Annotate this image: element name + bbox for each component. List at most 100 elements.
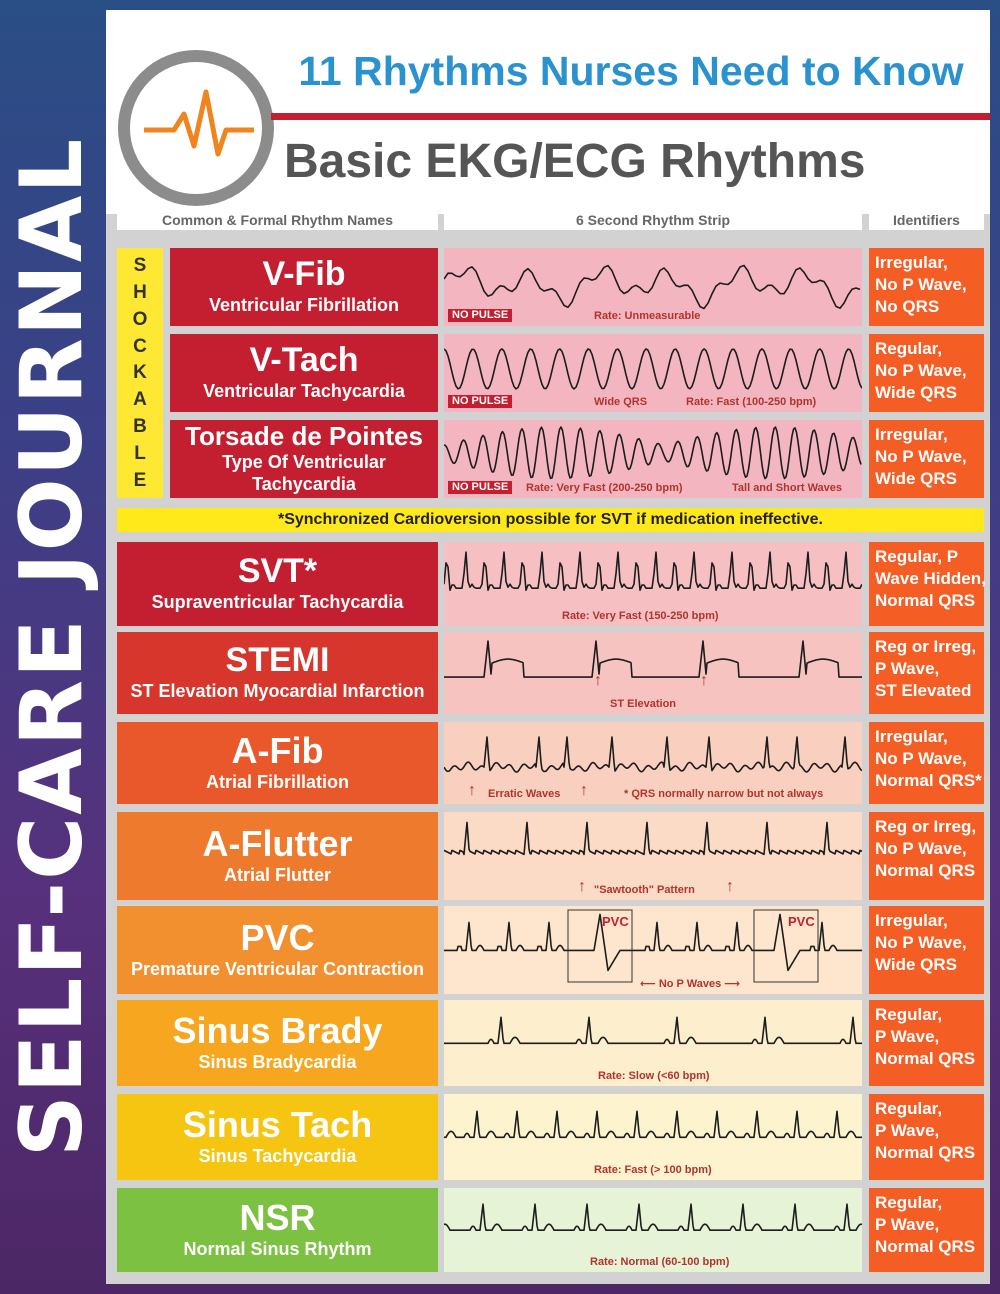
spine: SELF-CARE JOURNAL <box>0 0 104 1294</box>
rhythm-common-name: A-Fib <box>231 730 324 772</box>
identifiers-stemi: Reg or Irreg,P Wave,ST Elevated <box>869 632 984 714</box>
rhythm-formal-name: Ventricular Fibrillation <box>208 295 400 316</box>
ekg-waveform <box>444 1203 862 1232</box>
identifier-line: No P Wave, <box>875 275 967 294</box>
qrs-caption: Wide QRS <box>594 396 648 408</box>
identifier-line: No P Wave, <box>875 447 967 466</box>
page-title: 11 Rhythms Nurses Need to Know <box>298 48 964 94</box>
erratic-wave-arrow: ↑ <box>468 782 476 799</box>
rhythm-strip-nsr: Rate: Normal (60-100 bpm) <box>444 1188 862 1272</box>
rhythm-common-name: Sinus Tach <box>182 1104 373 1146</box>
heartbeat-logo-icon <box>118 50 274 206</box>
ekg-trace <box>444 1203 862 1232</box>
shockable-letter: E <box>133 469 147 491</box>
shockable-letter: K <box>133 362 147 384</box>
ekg-waveform <box>444 913 862 972</box>
shockable-letter: S <box>133 254 147 276</box>
shockable-letter: O <box>132 308 148 330</box>
erratic-wave-arrow: ↑ <box>580 782 588 799</box>
rhythm-common-name: V-Fib <box>262 255 346 294</box>
st-elevation-caption: ST Elevation <box>610 698 677 710</box>
no-pulse-badge: NO PULSE <box>448 395 513 408</box>
cardioversion-note: *Synchronized Cardioversion possible for… <box>117 508 984 532</box>
column-header-identifiers: Identifiers <box>869 210 984 230</box>
rhythm-common-name: Torsade de Pointes <box>185 420 423 451</box>
rhythm-formal-name: Atrial Flutter <box>223 865 331 886</box>
rhythm-strip-svt: Rate: Very Fast (150-250 bpm) <box>444 542 862 626</box>
shockable-letter: H <box>133 281 147 303</box>
rhythm-strip-afib: ↑Erratic Waves↑* QRS normally narrow but… <box>444 722 862 804</box>
ekg-waveform <box>444 551 862 592</box>
identifier-line: Wide QRS <box>875 955 958 974</box>
ekg-waveform <box>444 1110 862 1139</box>
rhythm-formal-name: Atrial Fibrillation <box>205 772 349 793</box>
identifier-line: Normal QRS <box>875 861 976 880</box>
ekg-trace <box>444 551 862 592</box>
ekg-waveform <box>444 640 862 678</box>
wave-caption: Tall and Short Waves <box>732 482 843 494</box>
header: 11 Rhythms Nurses Need to Know Basic EKG… <box>106 10 990 214</box>
column-header-names: Common & Formal Rhythm Names <box>117 210 438 230</box>
ekg-waveform <box>444 821 862 856</box>
sawtooth-arrow: ↑ <box>578 878 586 895</box>
identifier-line: Regular, <box>875 1193 943 1212</box>
identifier-line: P Wave, <box>875 1215 940 1234</box>
column-header-strip: 6 Second Rhythm Strip <box>444 210 862 230</box>
rate-caption: Rate: Fast (> 100 bpm) <box>594 1164 712 1176</box>
identifiers-tach: Regular,P Wave,Normal QRS <box>869 1094 984 1180</box>
ekg-waveform <box>444 426 862 480</box>
rhythm-strip-stemi: ST Elevation↑↑ <box>444 632 862 714</box>
spine-title: SELF-CARE JOURNAL <box>2 136 102 1158</box>
identifiers-brady: Regular, P Wave, Normal QRS <box>869 1000 984 1086</box>
rhythm-formal-name: Normal Sinus Rhythm <box>183 1239 372 1260</box>
erratic-waves-caption: Erratic Waves <box>488 788 561 800</box>
identifier-line: P Wave, <box>875 1027 940 1046</box>
identifier-line: No P Wave, <box>875 839 967 858</box>
ekg-trace <box>444 1110 862 1139</box>
st-elevation-arrow: ↑ <box>594 672 602 689</box>
identifier-line: Normal QRS <box>875 1049 976 1068</box>
identifier-line: Wave Hidden, <box>875 569 986 588</box>
rate-caption: Rate: Unmeasurable <box>594 310 701 322</box>
identifiers-vfib: Irregular,No P Wave,No QRS <box>869 248 984 326</box>
ekg-waveform <box>444 1016 862 1045</box>
rhythm-common-name: STEMI <box>225 641 330 680</box>
sawtooth-caption: "Sawtooth" Pattern <box>594 884 695 896</box>
title-divider <box>271 113 990 120</box>
rhythm-formal-name: Sinus Tachycardia <box>198 1146 357 1167</box>
rhythm-formal-name: Ventricular Tachycardia <box>203 381 405 402</box>
ekg-trace <box>444 1016 862 1045</box>
rate-caption: Rate: Normal (60-100 bpm) <box>590 1256 730 1268</box>
rate-caption: Rate: Very Fast (200-250 bpm) <box>526 482 683 494</box>
identifier-line: Regular, <box>875 1005 943 1024</box>
identifier-line: Regular, P <box>875 547 959 566</box>
identifier-line: Irregular, <box>875 253 948 272</box>
rhythm-formal-name: Sinus Bradycardia <box>198 1052 357 1073</box>
shockable-letter: A <box>133 389 147 411</box>
identifier-line: P Wave, <box>875 1121 940 1140</box>
no-p-waves-caption: ⟵ No P Waves ⟶ <box>640 978 741 990</box>
identifiers-aflutter: Reg or Irreg,No P Wave,Normal QRS <box>869 812 984 900</box>
identifier-line: ST Elevated <box>875 681 972 700</box>
rhythm-common-name: Sinus Brady <box>172 1010 383 1052</box>
ekg-waveform <box>444 348 862 390</box>
sawtooth-arrow: ↑ <box>726 878 734 895</box>
rhythm-common-name: A-Flutter <box>202 823 353 865</box>
rhythm-common-name: NSR <box>239 1197 316 1239</box>
rhythm-common-name: SVT* <box>237 552 318 591</box>
rhythm-common-name: PVC <box>240 917 315 959</box>
rate-caption: Rate: Very Fast (150-250 bpm) <box>562 610 719 622</box>
ekg-waveform <box>444 264 861 310</box>
